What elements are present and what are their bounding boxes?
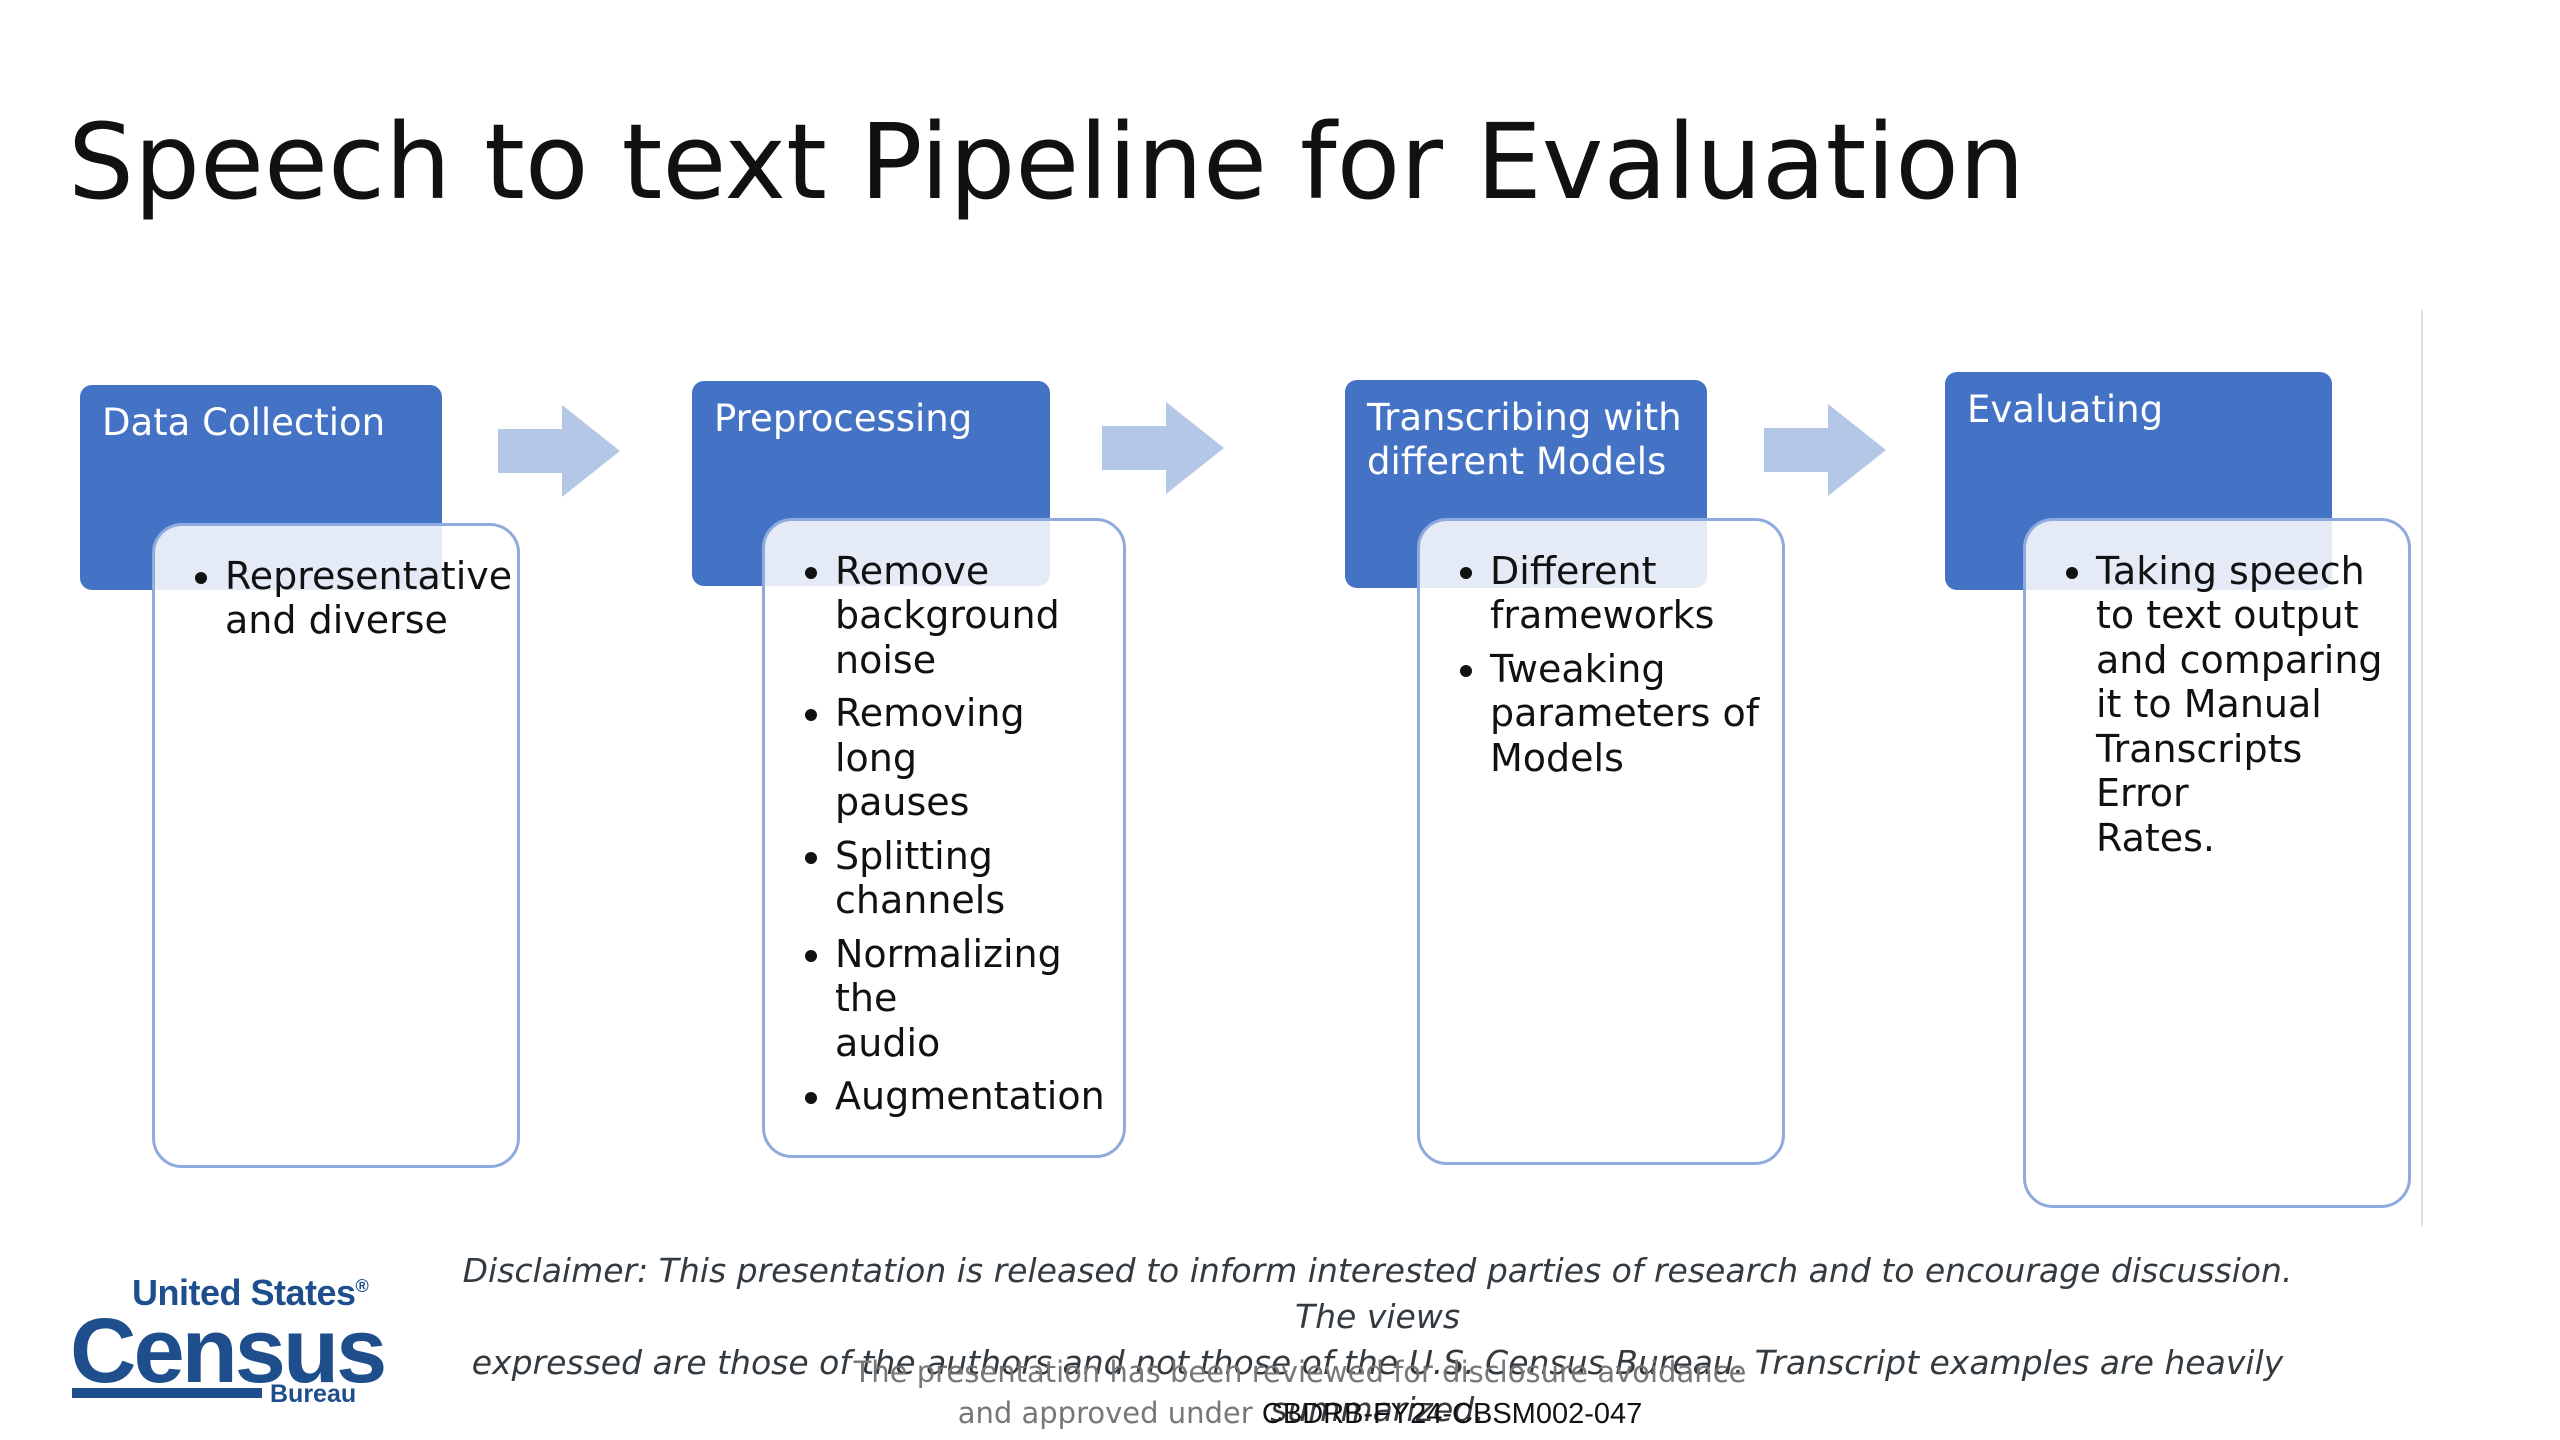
logo-text: United States <box>132 1272 356 1313</box>
approval-code: CBDRB-FY24-CBSM002-047 <box>1261 1397 1643 1430</box>
bullet-line: channels <box>835 878 1006 923</box>
bullet-line: noise <box>835 637 937 682</box>
bullet-line: Rates. <box>2096 815 2216 860</box>
bullet-line: Representative <box>225 554 513 598</box>
logo-registered-mark: ® <box>355 1276 369 1296</box>
slide-edge-divider <box>2421 310 2423 1226</box>
bullet-item: Removing long pauses <box>835 691 1103 824</box>
stage-bullet-list: Remove background noise Removing long pa… <box>791 549 1105 1118</box>
bullet-item: Normalizing the audio <box>835 932 1103 1065</box>
flow-arrow-right <box>1764 404 1886 496</box>
bullet-line: audio <box>835 1020 941 1065</box>
stage-header-line: Data Collection <box>102 401 386 444</box>
stage-bullet-list: Different frameworks Tweaking parameters… <box>1446 549 1762 780</box>
bullet-line: frameworks <box>1490 593 1715 638</box>
review-line: The presentation has been reviewed for d… <box>853 1355 1747 1389</box>
bullet-item: Representative and diverse <box>225 554 513 643</box>
bullet-item: Augmentation <box>835 1073 1105 1118</box>
bullet-line: background <box>835 593 1060 638</box>
bullet-line: Remove <box>835 549 990 593</box>
stage-content-box: Taking speech to text output and compari… <box>2023 518 2411 1208</box>
bullet-line: Tweaking <box>1490 646 1666 691</box>
bullet-line: and comparing <box>2096 637 2383 682</box>
stage-header-line: Transcribing with <box>1367 396 1682 439</box>
review-prefix: and approved under <box>957 1395 1262 1430</box>
stage-bullet-list: Taking speech to text output and compari… <box>2052 549 2388 860</box>
bullet-item: Splitting channels <box>835 834 1103 923</box>
bullet-item: Tweaking parameters of Models <box>1490 647 1762 780</box>
stage-content-box: Representative and diverse <box>152 523 520 1168</box>
bullet-line: and diverse <box>225 598 448 643</box>
slide-title: Speech to text Pipeline for Evaluation <box>68 101 2025 223</box>
bullet-line: pauses <box>835 780 970 825</box>
bullet-line: it to Manual <box>2096 682 2322 727</box>
arrow-shape <box>1764 404 1886 496</box>
bullet-line: Different <box>1490 549 1657 593</box>
disclaimer-text: Disclaimer: This presentation is release… <box>440 1248 2315 1433</box>
bullet-line: Removing long <box>835 691 1025 780</box>
disclaimer-line: expressed are those of the authors and n… <box>471 1343 2284 1429</box>
flow-arrow-right <box>1102 402 1224 494</box>
bullet-line: to text output <box>2096 593 2359 638</box>
disclosure-review-note: The presentation has been reviewed for d… <box>800 1352 1800 1434</box>
arrow-shape <box>498 405 620 497</box>
flow-arrow-right <box>498 405 620 497</box>
stage-content-box: Remove background noise Removing long pa… <box>762 518 1126 1158</box>
stage-content-box: Different frameworks Tweaking parameters… <box>1417 518 1785 1165</box>
stage-header-line: different Models <box>1367 439 1667 483</box>
stage-header-line: Evaluating <box>1967 388 2164 431</box>
bullet-item: Remove background noise <box>835 549 1103 682</box>
bullet-line: Models <box>1490 735 1624 780</box>
logo-underline-bar <box>72 1388 262 1398</box>
bullet-line: Normalizing the <box>835 931 1062 1021</box>
bullet-line: Splitting <box>835 833 993 878</box>
logo-line-bureau: Bureau <box>270 1380 357 1408</box>
bullet-item: Taking speech to text output and compari… <box>2096 549 2388 860</box>
bullet-line: Transcripts Error <box>2096 726 2303 816</box>
bullet-line: parameters of <box>1490 691 1760 736</box>
stage-bullet-list: Representative and diverse <box>181 554 513 643</box>
arrow-shape <box>1102 402 1224 494</box>
bullet-line: Taking speech <box>2096 549 2365 593</box>
bullet-line: Augmentation <box>835 1073 1105 1118</box>
logo-line-census: Census <box>70 1300 387 1402</box>
census-bureau-logo: United States® Census Bureau <box>70 1272 387 1425</box>
disclaimer-line: Disclaimer: This presentation is release… <box>462 1251 2293 1337</box>
logo-line-united-states: United States® <box>132 1272 369 1313</box>
bullet-item: Different frameworks <box>1490 549 1762 638</box>
stage-header-line: Preprocessing <box>714 397 973 440</box>
review-line: and approved under CBDRB-FY24-CBSM002-04… <box>800 1393 1800 1435</box>
